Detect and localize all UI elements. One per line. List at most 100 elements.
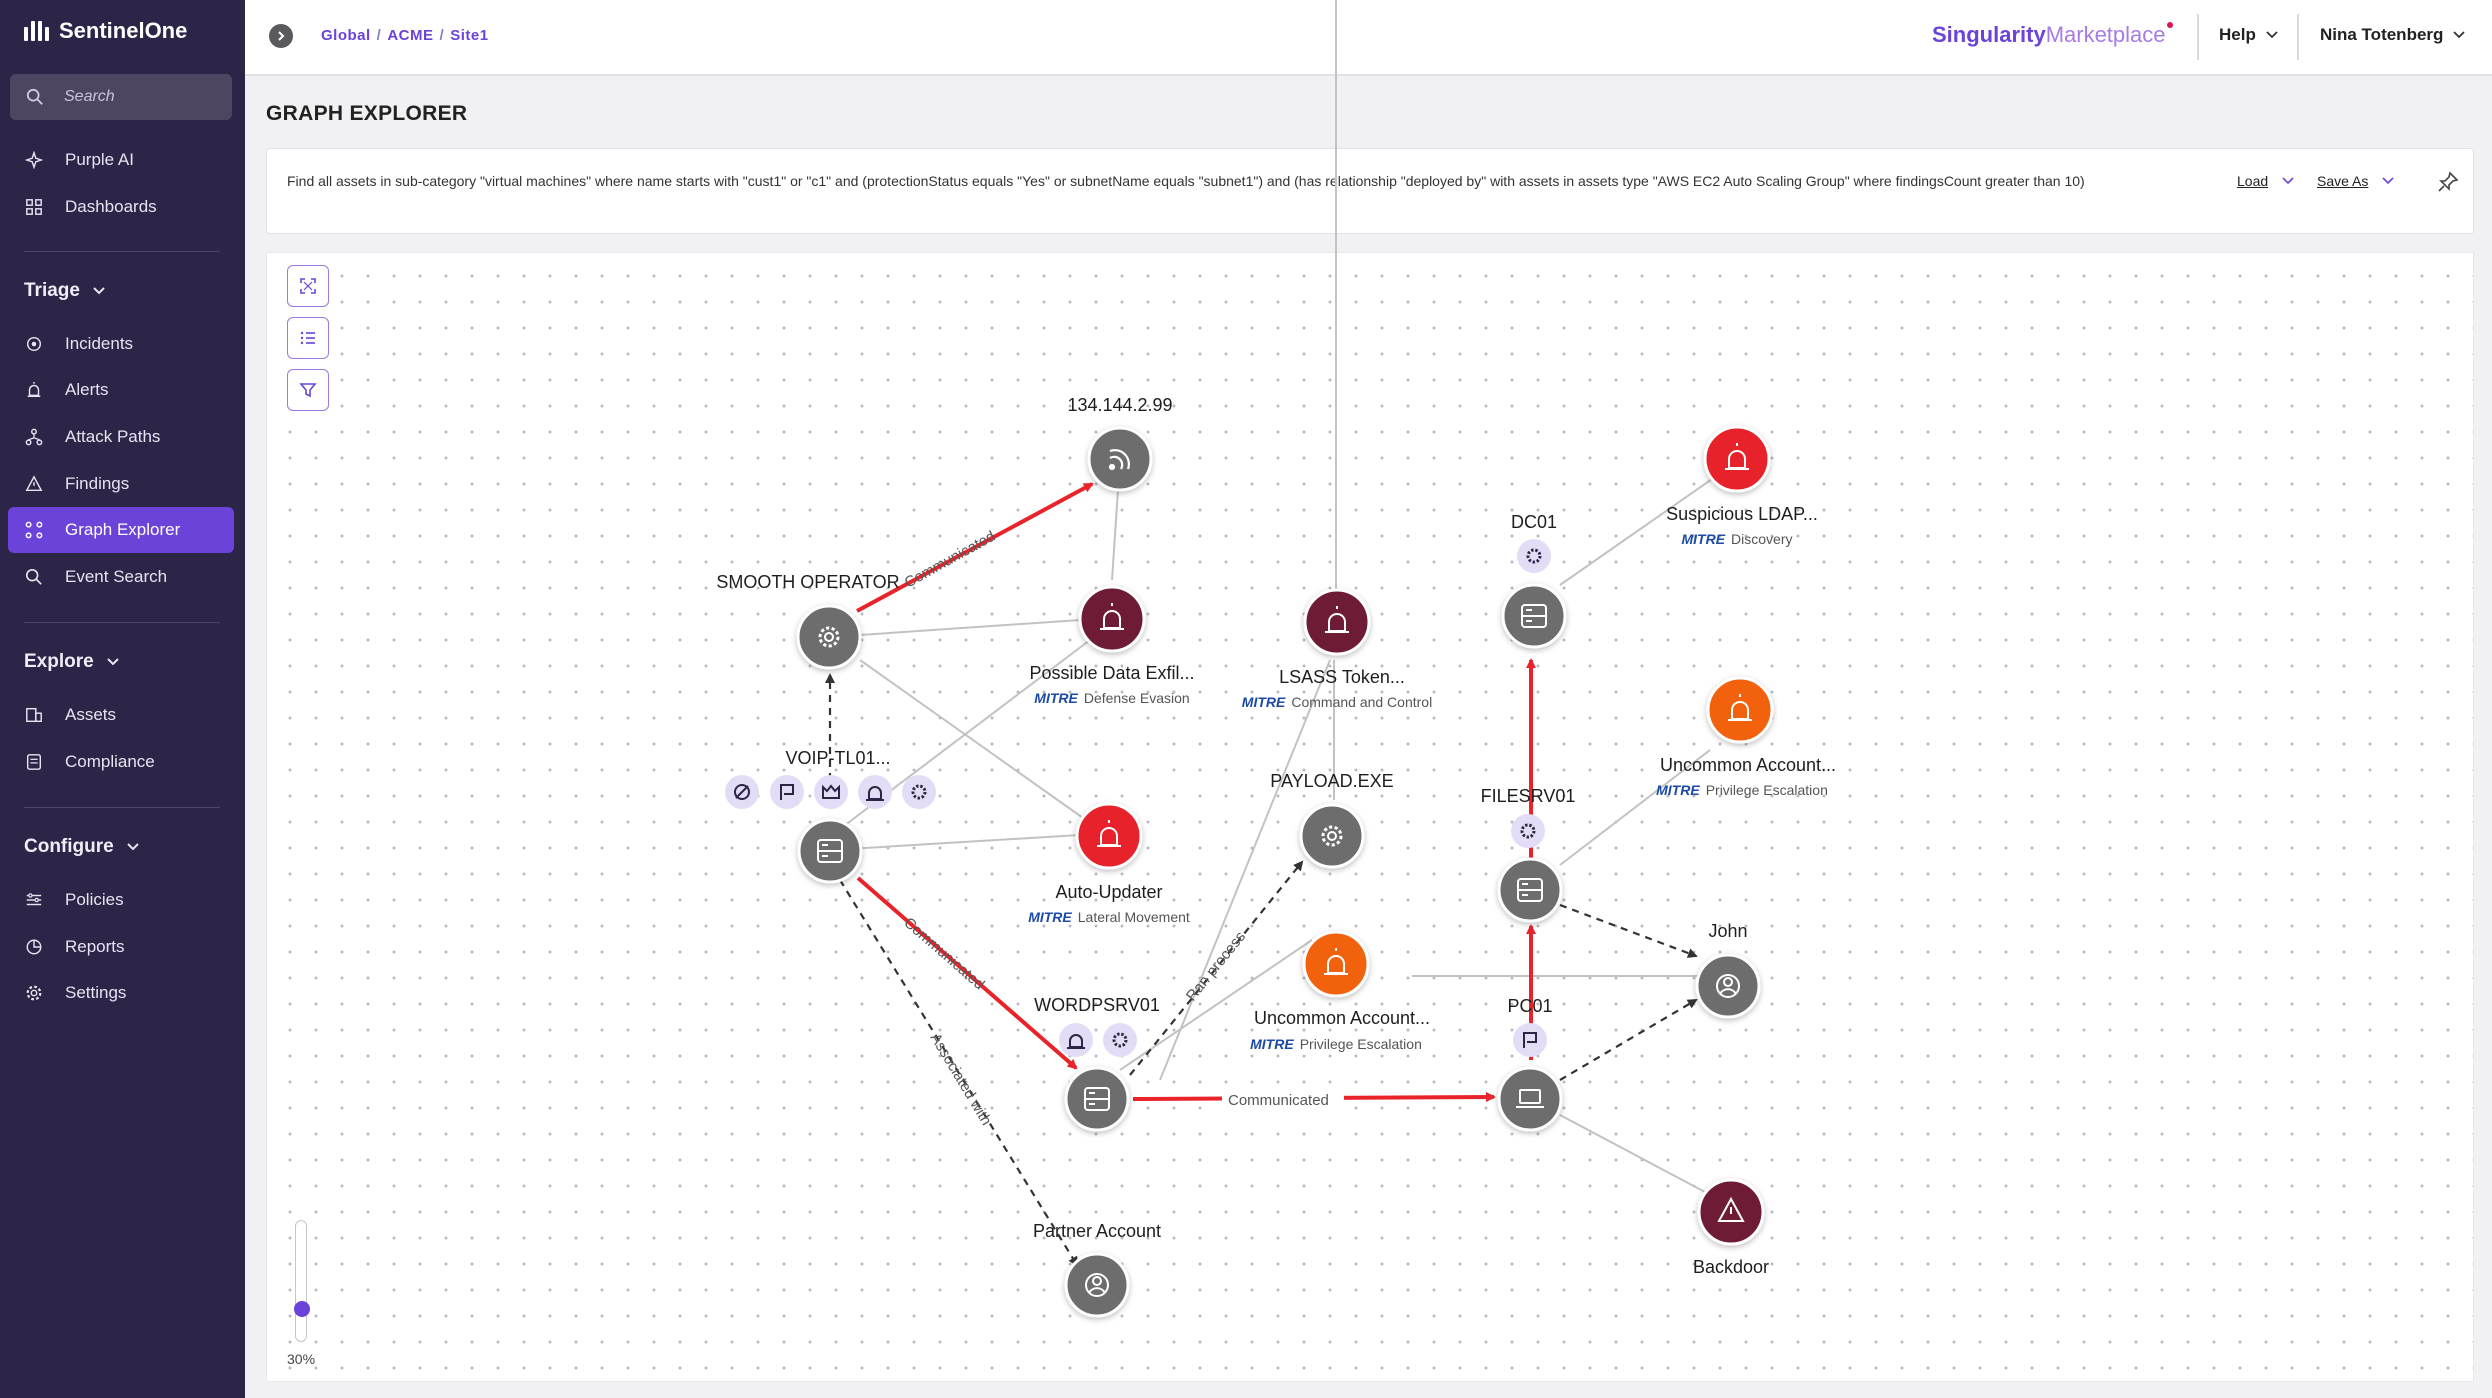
chevron-down-icon xyxy=(2382,177,2394,185)
breadcrumb: Global/ACME/Site1 xyxy=(321,27,489,44)
help-menu[interactable]: Help xyxy=(2219,25,2278,45)
breadcrumb-acme[interactable]: ACME xyxy=(387,27,434,44)
sidebar-item-incidents[interactable]: Incidents xyxy=(8,321,234,367)
alert-siren-icon xyxy=(1325,606,1349,633)
chevron-down-icon xyxy=(2453,31,2466,39)
list-view-button[interactable] xyxy=(287,317,329,359)
node-voip-tl01[interactable]: VOIP-TL01... xyxy=(785,748,891,884)
query-text[interactable]: Find all assets in sub-category "virtual… xyxy=(287,173,2085,189)
alert-siren-badge-icon[interactable] xyxy=(858,775,892,809)
compliance-icon xyxy=(25,753,43,771)
section-configure[interactable]: Configure xyxy=(24,836,140,858)
sidebar-item-dashboards[interactable]: Dashboards xyxy=(8,184,234,230)
server-icon xyxy=(1521,604,1547,628)
sidebar-item-reports[interactable]: Reports xyxy=(8,924,234,970)
mitre-tactic: Defense Evasion xyxy=(1084,690,1190,706)
save-as-label: Save As xyxy=(2317,173,2369,189)
top-header: Global/ACME/Site1 SingularityMarketplace… xyxy=(245,0,2492,76)
dashboard-icon xyxy=(25,198,43,216)
header-divider xyxy=(2197,14,2199,60)
settings-badge-icon[interactable] xyxy=(1103,1023,1137,1057)
sidebar-item-label: Event Search xyxy=(65,567,168,586)
graph-canvas[interactable]: 30% xyxy=(266,252,2474,1382)
sentinelone-logo[interactable]: SentinelOne xyxy=(24,18,187,44)
node-john[interactable]: John xyxy=(1695,921,1761,1019)
sidebar-item-label: Attack Paths xyxy=(65,427,161,446)
flag-badge-icon[interactable] xyxy=(770,775,804,809)
sidebar-item-label: Compliance xyxy=(65,752,155,771)
sidebar-item-compliance[interactable]: Compliance xyxy=(8,739,234,785)
pc01-flag-badge-icon[interactable] xyxy=(1513,1023,1547,1057)
node-pc01[interactable]: PC01 xyxy=(1497,996,1563,1132)
fit-to-screen-button[interactable] xyxy=(287,265,329,307)
marketplace-link[interactable]: SingularityMarketplace xyxy=(1932,22,2173,48)
node-label: VOIP-TL01... xyxy=(785,748,890,768)
node-label: DC01 xyxy=(1511,512,1557,532)
wordpsrv-badges xyxy=(1059,1023,1137,1057)
sidebar-item-policies[interactable]: Policies xyxy=(8,877,234,923)
filter-button[interactable] xyxy=(287,369,329,411)
section-title: Triage xyxy=(24,280,80,301)
load-label: Load xyxy=(2237,173,2269,189)
node-partner-account[interactable]: Partner Account xyxy=(1033,1221,1161,1318)
sidebar-item-purple-ai[interactable]: Purple AI xyxy=(8,137,234,183)
node-smooth-operator[interactable]: SMOOTH OPERATOR xyxy=(716,572,900,670)
sidebar-item-label: Findings xyxy=(65,474,130,493)
user-menu[interactable]: Nina Totenberg xyxy=(2320,25,2466,45)
mitre-logo: MITRE xyxy=(1242,694,1286,710)
sidebar-item-label: Policies xyxy=(65,890,124,909)
node-label: Auto-Updater xyxy=(1055,882,1162,902)
globe-badge-icon[interactable] xyxy=(725,775,759,809)
node-dc01[interactable]: DC01 xyxy=(1501,512,1567,649)
sidebar-item-alerts[interactable]: Alerts xyxy=(8,367,234,413)
save-as-button[interactable]: Save As xyxy=(2317,173,2394,189)
pin-icon[interactable] xyxy=(2437,171,2459,193)
sidebar-item-label: Graph Explorer xyxy=(65,520,181,539)
sidebar-toggle-button[interactable] xyxy=(269,24,293,48)
node-label: Partner Account xyxy=(1033,1221,1161,1241)
node-filesrv01[interactable]: FILESRV01 xyxy=(1481,786,1576,923)
sidebar-item-label: Alerts xyxy=(65,380,109,399)
chevron-down-icon xyxy=(106,658,119,666)
crown-badge-icon[interactable] xyxy=(814,775,848,809)
alert-siren-badge-icon[interactable] xyxy=(1059,1023,1093,1057)
assets-icon xyxy=(25,706,43,724)
node-wordpsrv01[interactable]: WORDPSRV01 xyxy=(1034,995,1160,1132)
query-bar[interactable]: Find all assets in sub-category "virtual… xyxy=(266,148,2474,234)
node-ip-address[interactable]: 134.144.2.99 xyxy=(1067,395,1173,492)
node-backdoor-finding[interactable]: Backdoor xyxy=(1693,1178,1769,1277)
sidebar-item-settings[interactable]: Settings xyxy=(8,970,234,1016)
sidebar-item-label: Incidents xyxy=(65,334,134,353)
zoom-slider-handle[interactable] xyxy=(294,1301,310,1317)
breadcrumb-global[interactable]: Global xyxy=(321,27,371,44)
filesrv-settings-badge-icon[interactable] xyxy=(1511,814,1545,848)
breadcrumb-site1[interactable]: Site1 xyxy=(450,27,489,44)
sidebar-item-attack-paths[interactable]: Attack Paths xyxy=(8,414,234,460)
server-icon xyxy=(1517,878,1543,902)
load-button[interactable]: Load xyxy=(2237,173,2294,189)
sidebar-item-label: Assets xyxy=(65,705,117,724)
node-label: 134.144.2.99 xyxy=(1067,395,1172,415)
node-payload-exe[interactable]: PAYLOAD.EXE xyxy=(1270,771,1394,869)
zoom-slider[interactable] xyxy=(295,1220,307,1342)
section-triage[interactable]: Triage xyxy=(24,280,106,302)
user-name: Nina Totenberg xyxy=(2320,25,2444,44)
sidebar-search[interactable]: Search xyxy=(10,74,232,120)
server-icon xyxy=(817,839,843,863)
sidebar-item-assets[interactable]: Assets xyxy=(8,692,234,738)
sidebar-item-graph-explorer[interactable]: Graph Explorer xyxy=(8,507,234,553)
logo-icon xyxy=(24,21,49,41)
sidebar-item-event-search[interactable]: Event Search xyxy=(8,554,234,600)
dc01-settings-badge-icon[interactable] xyxy=(1517,539,1551,573)
brand-name: SentinelOne xyxy=(59,18,188,43)
section-explore[interactable]: Explore xyxy=(24,651,120,673)
settings-badge-icon[interactable] xyxy=(902,775,936,809)
sidebar-item-findings[interactable]: Findings xyxy=(8,461,234,507)
